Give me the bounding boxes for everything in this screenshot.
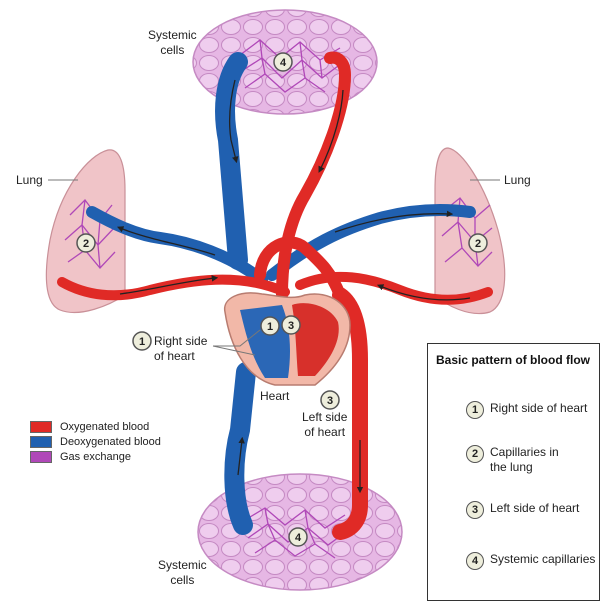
marker-text: 4 (280, 57, 287, 69)
legend-label: Oxygenated blood (60, 420, 150, 433)
marker-text: 3 (327, 395, 333, 407)
marker-text: 1 (267, 321, 273, 333)
legend: Oxygenated blood Deoxygenated blood Gas … (30, 419, 185, 464)
legend-item-deoxygenated: Deoxygenated blood (30, 434, 185, 449)
panel-step-1: 1 Right side of heart (466, 401, 587, 419)
legend-swatch-deoxygenated (30, 435, 52, 448)
lung-right-shape (434, 147, 506, 315)
step-number-badge: 1 (466, 401, 484, 419)
heart-shape (224, 292, 351, 386)
lung-left-label: Lung (16, 173, 43, 187)
legend-item-gas-exchange: Gas exchange (30, 449, 185, 464)
label-marker-1 (132, 331, 152, 351)
legend-label: Deoxygenated blood (60, 435, 161, 448)
blood-flow-panel: Basic pattern of blood flow 1 Right side… (427, 343, 600, 601)
step-label: Capillaries in the lung (490, 445, 559, 474)
systemic-cells-top-label: Systemic cells (148, 28, 197, 57)
panel-step-4: 4 Systemic capillaries (466, 552, 595, 570)
step-label: Right side of heart (490, 401, 588, 415)
step-number-badge: 4 (466, 552, 484, 570)
lung-left-shape (45, 149, 126, 314)
lung-right-label: Lung (504, 173, 531, 187)
heart-label: Heart (260, 389, 290, 403)
legend-item-oxygenated: Oxygenated blood (30, 419, 185, 434)
step-label: Systemic capillaries (490, 552, 596, 566)
flow-arrows (116, 79, 471, 494)
marker-text: 1 (139, 336, 145, 348)
marker-text: 2 (83, 238, 89, 250)
panel-step-2: 2 Capillaries in the lung (466, 445, 559, 475)
diagram-marker-2-right (468, 233, 488, 253)
label-marker-3 (320, 390, 340, 410)
marker-text: 3 (288, 320, 294, 332)
left-side-of-heart-label: Left side of heart (302, 410, 348, 439)
marker-text: 4 (295, 532, 302, 544)
leader-lines (48, 179, 500, 356)
diagram-marker-4-bottom (288, 527, 308, 547)
panel-step-3: 3 Left side of heart (466, 501, 579, 519)
diagram-marker-1 (260, 316, 280, 336)
step-number-badge: 2 (466, 445, 484, 463)
marker-text: 2 (475, 238, 481, 250)
legend-swatch-gas-exchange (30, 450, 52, 463)
diagram-marker-3 (281, 315, 301, 335)
step-label: Left side of heart (490, 501, 580, 515)
systemic-cells-bottom-label: Systemic cells (158, 558, 207, 587)
right-side-of-heart-label: Right side of heart (154, 334, 208, 363)
legend-label: Gas exchange (60, 450, 131, 463)
capillary-net-top (239, 39, 341, 93)
step-number-badge: 3 (466, 501, 484, 519)
diagram-marker-4-top (273, 52, 293, 72)
legend-swatch-oxygenated (30, 420, 52, 433)
diagram-marker-2-left (76, 233, 96, 253)
panel-title: Basic pattern of blood flow (436, 353, 591, 367)
